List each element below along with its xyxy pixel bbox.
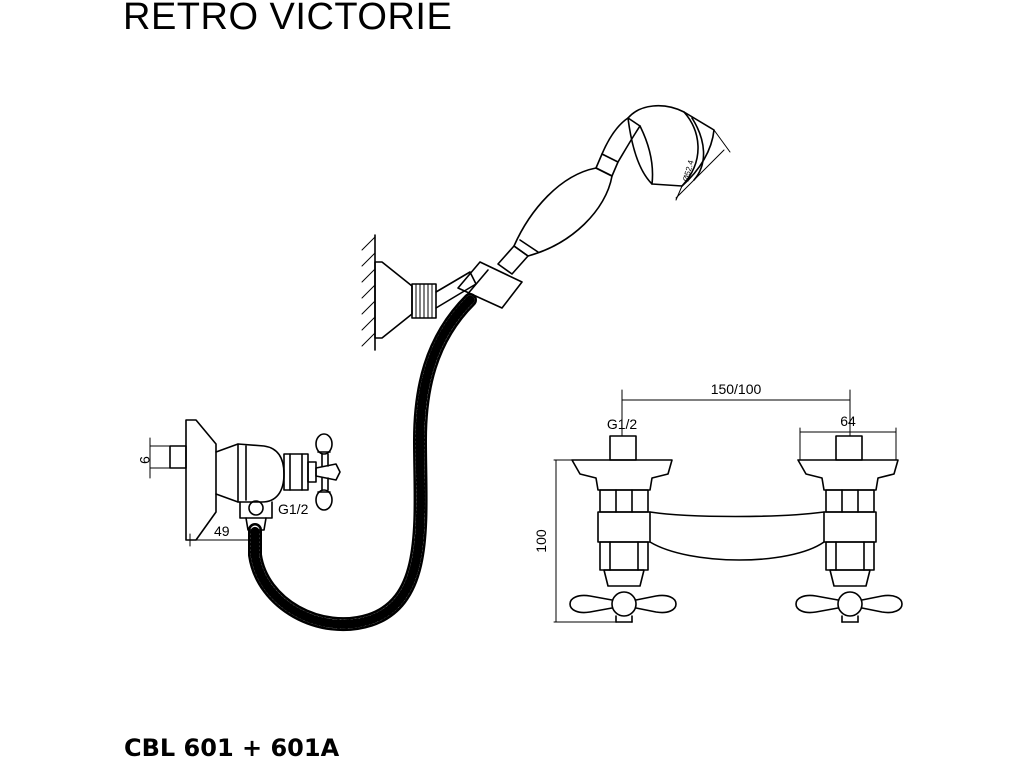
height-label: 100 <box>533 529 549 553</box>
front-thread-label: G1/2 <box>607 416 638 432</box>
side-dimensions <box>149 437 255 547</box>
spacing-label: 150/100 <box>711 381 762 397</box>
spout-height-label: 9 <box>137 456 153 464</box>
front-dimensions <box>553 389 897 623</box>
model-code: CBL 601 + 601A <box>124 734 340 762</box>
wall-bracket <box>361 234 477 351</box>
depth-label: 49 <box>214 523 230 539</box>
side-view-mixer <box>169 419 341 541</box>
hand-shower <box>457 104 731 309</box>
side-thread-label: G1/2 <box>278 501 309 517</box>
hose <box>248 293 477 632</box>
flange-label: 64 <box>840 413 856 429</box>
front-view-mixer <box>569 435 903 623</box>
page-title: RETRO VICTORIE <box>123 0 453 38</box>
